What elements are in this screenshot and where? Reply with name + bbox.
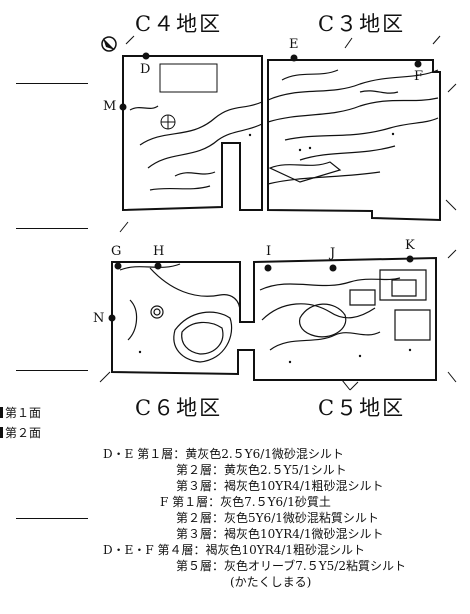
district-label-c4: C４地区 — [135, 12, 223, 36]
survey-marker-dots — [108, 52, 422, 322]
left-rule — [16, 83, 88, 84]
legend-label: 第２面 — [5, 426, 42, 440]
marker-e: E — [289, 37, 299, 52]
layer-description: 第２層：灰色5Y6/1微砂混粘質シルト — [176, 511, 379, 525]
layer-description: D・E 第１層：黄灰色2.５Y6/1微砂混シルト — [103, 447, 344, 461]
layer-description: 第２層：黄灰色2.５Y5/1シルト — [176, 463, 347, 477]
district-label-c3: C３地区 — [318, 12, 406, 36]
upper-plan-features — [129, 69, 439, 191]
legend-item-layer2: 第２面 — [0, 424, 41, 441]
marker-k: K — [405, 238, 415, 253]
left-rule — [16, 518, 88, 519]
legend-label: 第１面 — [5, 406, 42, 420]
lower-plan-outline — [111, 256, 437, 381]
legend-bar-icon — [0, 407, 3, 418]
small-feature-dots — [138, 132, 412, 364]
layer-description: 第５層：灰色オリーブ7.５Y5/2粘質シルト — [176, 559, 406, 573]
marker-n: N — [93, 311, 105, 326]
layer-description: D・E・F 第４層：褐灰色10YR4/1粗砂混シルト — [103, 543, 366, 557]
marker-h: H — [153, 244, 165, 259]
marker-f: F — [414, 69, 424, 84]
legend-bar-icon — [0, 427, 3, 438]
marker-i: I — [266, 244, 272, 259]
district-label-c5: C５地区 — [318, 396, 406, 420]
marker-m: M — [103, 99, 117, 114]
layer-description: 第３層：褐灰色10YR4/1粗砂混シルト — [176, 479, 384, 493]
north-arrow-icon — [101, 36, 117, 52]
marker-j: J — [330, 246, 336, 261]
upper-plan-outline — [122, 55, 441, 222]
marker-d: D — [140, 62, 151, 77]
legend-item-layer1: 第１面 — [0, 404, 41, 421]
layer-description: (かたくしまる) — [230, 575, 312, 589]
grid-tick-marks — [99, 35, 457, 391]
layer-description: 第３層：褐灰色10YR4/1微砂混シルト — [176, 527, 384, 541]
district-label-c6: C６地区 — [135, 396, 223, 420]
layer-description: F 第１層：灰色7.５Y6/1砂質土 — [160, 495, 331, 509]
left-rule — [16, 228, 88, 229]
marker-g: G — [111, 244, 122, 259]
left-rule — [16, 370, 88, 371]
lower-plan-features — [119, 263, 431, 363]
